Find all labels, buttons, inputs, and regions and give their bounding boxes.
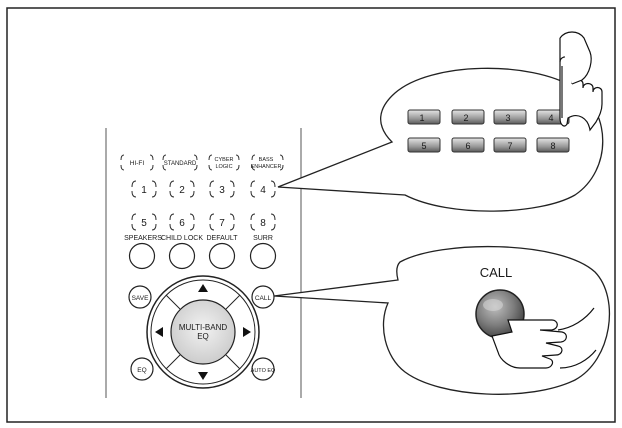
standard-button[interactable]: STANDARD xyxy=(162,154,198,171)
callout-key-1: 1 xyxy=(407,109,441,125)
number-button-1[interactable]: 1 xyxy=(131,180,157,198)
center-label-line1: MULTI-BAND xyxy=(179,323,228,332)
callout-key-3: 3 xyxy=(493,109,527,125)
number-label: 4 xyxy=(260,185,266,196)
number-button-8[interactable]: 8 xyxy=(250,213,276,231)
keypad-callout: 1 2 3 4 5 6 xyxy=(277,31,604,212)
number-label: 6 xyxy=(179,218,185,229)
callout-key-label: 4 xyxy=(548,113,553,123)
callout-key-label: 7 xyxy=(507,141,512,151)
number-button-7[interactable]: 7 xyxy=(209,213,235,231)
number-button-3[interactable]: 3 xyxy=(209,180,235,198)
mode-button-row: HI-FI STANDARD CYBER LOGIC BASS ENHANCER xyxy=(120,154,284,171)
child-lock-button[interactable] xyxy=(168,242,196,270)
callout-key-6: 6 xyxy=(451,137,485,153)
arrow-up-icon[interactable] xyxy=(198,284,208,292)
remote-body xyxy=(105,128,302,398)
function-label-row: SPEAKERS CHILD LOCK DEFAULT SURR xyxy=(124,235,273,242)
pressing-hand-icon xyxy=(491,307,597,369)
multi-band-eq-button[interactable]: MULTI-BAND EQ xyxy=(170,299,236,365)
arrow-down-icon[interactable] xyxy=(198,372,208,380)
callout-key-8: 8 xyxy=(536,137,570,153)
standard-label: STANDARD xyxy=(164,161,197,167)
callout-key-label: 6 xyxy=(465,141,470,151)
pointing-hand-icon xyxy=(559,31,603,132)
number-label: 1 xyxy=(141,185,147,196)
eq-button[interactable]: EQ xyxy=(130,357,154,381)
hifi-button[interactable]: HI-FI xyxy=(120,154,154,171)
hifi-label: HI-FI xyxy=(130,160,145,167)
number-row-2: 5 6 7 8 xyxy=(131,213,276,231)
child-lock-label: CHILD LOCK xyxy=(161,235,203,242)
call-callout-label: CALL xyxy=(480,265,513,280)
number-label: 8 xyxy=(260,218,266,229)
save-label: SAVE xyxy=(132,295,150,302)
callout-key-5: 5 xyxy=(407,137,441,153)
arrow-left-icon[interactable] xyxy=(155,327,163,337)
number-button-2[interactable]: 2 xyxy=(169,180,195,198)
number-row-1: 1 2 3 4 xyxy=(131,180,276,198)
callout-key-label: 1 xyxy=(419,113,424,123)
surr-button[interactable] xyxy=(249,242,277,270)
number-label: 3 xyxy=(219,185,225,196)
callout-key-row-2: 5 6 7 8 xyxy=(407,137,570,153)
bass-enhancer-label-line2: ENHANCER xyxy=(251,164,282,170)
number-label: 2 xyxy=(179,185,185,196)
callout-key-label: 3 xyxy=(505,113,510,123)
default-label: DEFAULT xyxy=(207,235,239,242)
function-button-row xyxy=(128,242,277,270)
callout-key-label: 5 xyxy=(421,141,426,151)
cyber-logic-label-line1: CYBER xyxy=(215,157,234,163)
cyber-logic-label-line2: LOGIC xyxy=(215,164,232,170)
callout-key-label: 2 xyxy=(463,113,468,123)
call-button-small[interactable]: CALL xyxy=(251,285,275,309)
surr-label: SURR xyxy=(253,235,273,242)
callout-key-2: 2 xyxy=(451,109,485,125)
default-button[interactable] xyxy=(208,242,236,270)
speakers-button[interactable] xyxy=(128,242,156,270)
auto-eq-label: AUTO EQ xyxy=(251,368,276,374)
bass-enhancer-button[interactable]: BASS ENHANCER xyxy=(251,154,284,171)
number-button-4[interactable]: 4 xyxy=(250,180,276,198)
number-label: 7 xyxy=(219,218,225,229)
number-button-5[interactable]: 5 xyxy=(131,213,157,231)
arrow-right-icon[interactable] xyxy=(243,327,251,337)
center-label-line2: EQ xyxy=(197,332,209,341)
eq-label: EQ xyxy=(137,367,146,374)
call-label-small: CALL xyxy=(255,295,272,302)
direction-pad: MULTI-BAND EQ xyxy=(146,275,260,389)
callout-key-label: 8 xyxy=(550,141,555,151)
call-callout: CALL xyxy=(273,245,611,395)
bass-enhancer-label-line1: BASS xyxy=(259,157,274,163)
auto-eq-button[interactable]: AUTO EQ xyxy=(251,357,276,381)
callout-key-7: 7 xyxy=(493,137,527,153)
cyber-logic-button[interactable]: CYBER LOGIC xyxy=(208,154,240,171)
number-label: 5 xyxy=(141,218,147,229)
number-button-6[interactable]: 6 xyxy=(169,213,195,231)
save-button[interactable]: SAVE xyxy=(128,285,152,309)
speakers-label: SPEAKERS xyxy=(124,235,162,242)
